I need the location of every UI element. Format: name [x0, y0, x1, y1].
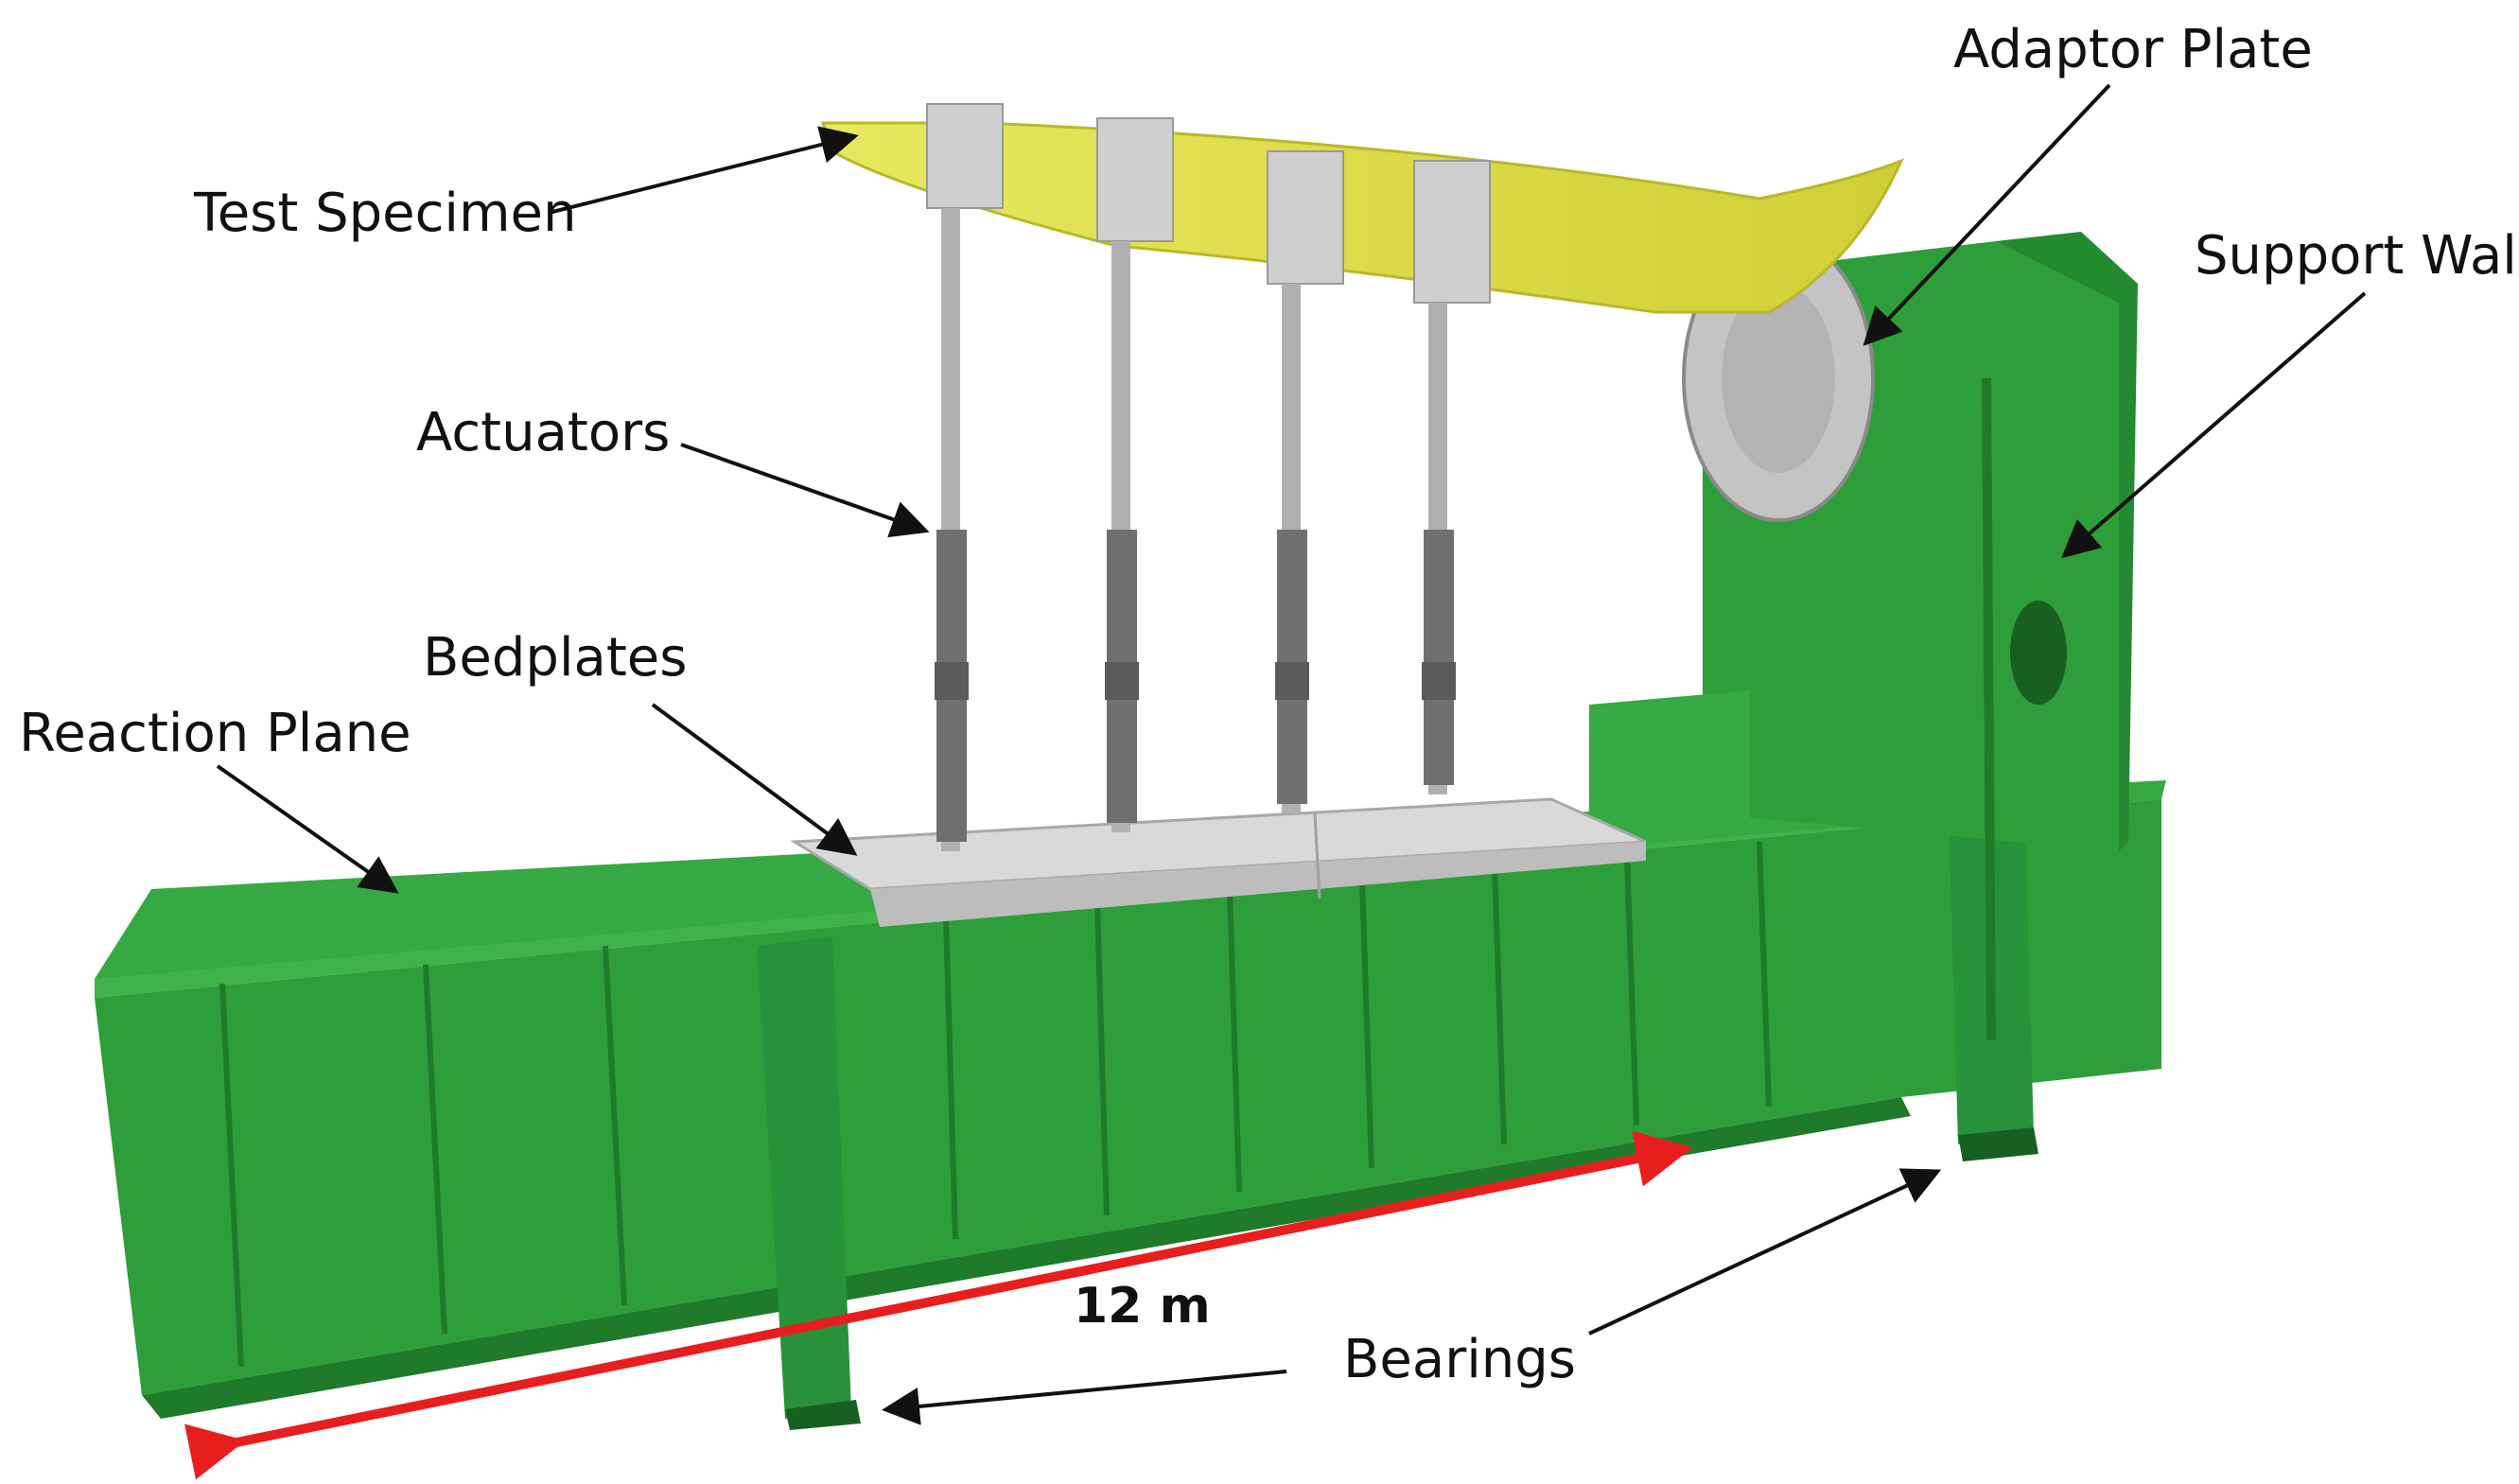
adaptor-plate-arrow [1863, 83, 2111, 346]
bearings-arrow-front [882, 1370, 1287, 1425]
support-wall-hole [2010, 601, 2067, 705]
support-wall-arrow [2060, 291, 2367, 559]
test-specimen-label: Test Specimen [194, 183, 577, 244]
bedplates-front [870, 842, 1646, 927]
support-wall-base [1589, 690, 1750, 847]
bearings-label: Bearings [1343, 1329, 1576, 1390]
reaction-plane-label: Reaction Plane [19, 703, 411, 764]
adaptor-plate-label: Adaptor Plate [1953, 19, 2313, 80]
bearings-arrow-rear [1588, 1168, 1942, 1336]
dimension-arrow [184, 1130, 1693, 1480]
length-label: 12 m [1074, 1278, 1211, 1335]
actuator-3 [1267, 150, 1344, 813]
test-specimen-blade [820, 121, 1904, 314]
support-wall-rib [1982, 377, 1996, 1041]
actuator-1 [926, 103, 1004, 851]
actuator-2 [1096, 117, 1174, 832]
actuators-label: Actuators [416, 402, 671, 463]
test-specimen-arrow [548, 126, 859, 215]
actuators-arrow [680, 443, 930, 538]
adaptor-plate-inner [1722, 284, 1835, 473]
actuators-group [926, 103, 1491, 851]
length-dimension-line [184, 1130, 1693, 1480]
bedplates-arrow [651, 703, 858, 856]
support-wall-label: Support Wall [2195, 225, 2519, 287]
actuator-4 [1413, 160, 1491, 794]
bedplates-label: Bedplates [423, 627, 688, 689]
reaction-plane-arrow [216, 764, 399, 894]
bedplate-seam [1313, 812, 1321, 899]
rear-bearing [1958, 1127, 2038, 1161]
support-wall-side [1996, 232, 2138, 851]
